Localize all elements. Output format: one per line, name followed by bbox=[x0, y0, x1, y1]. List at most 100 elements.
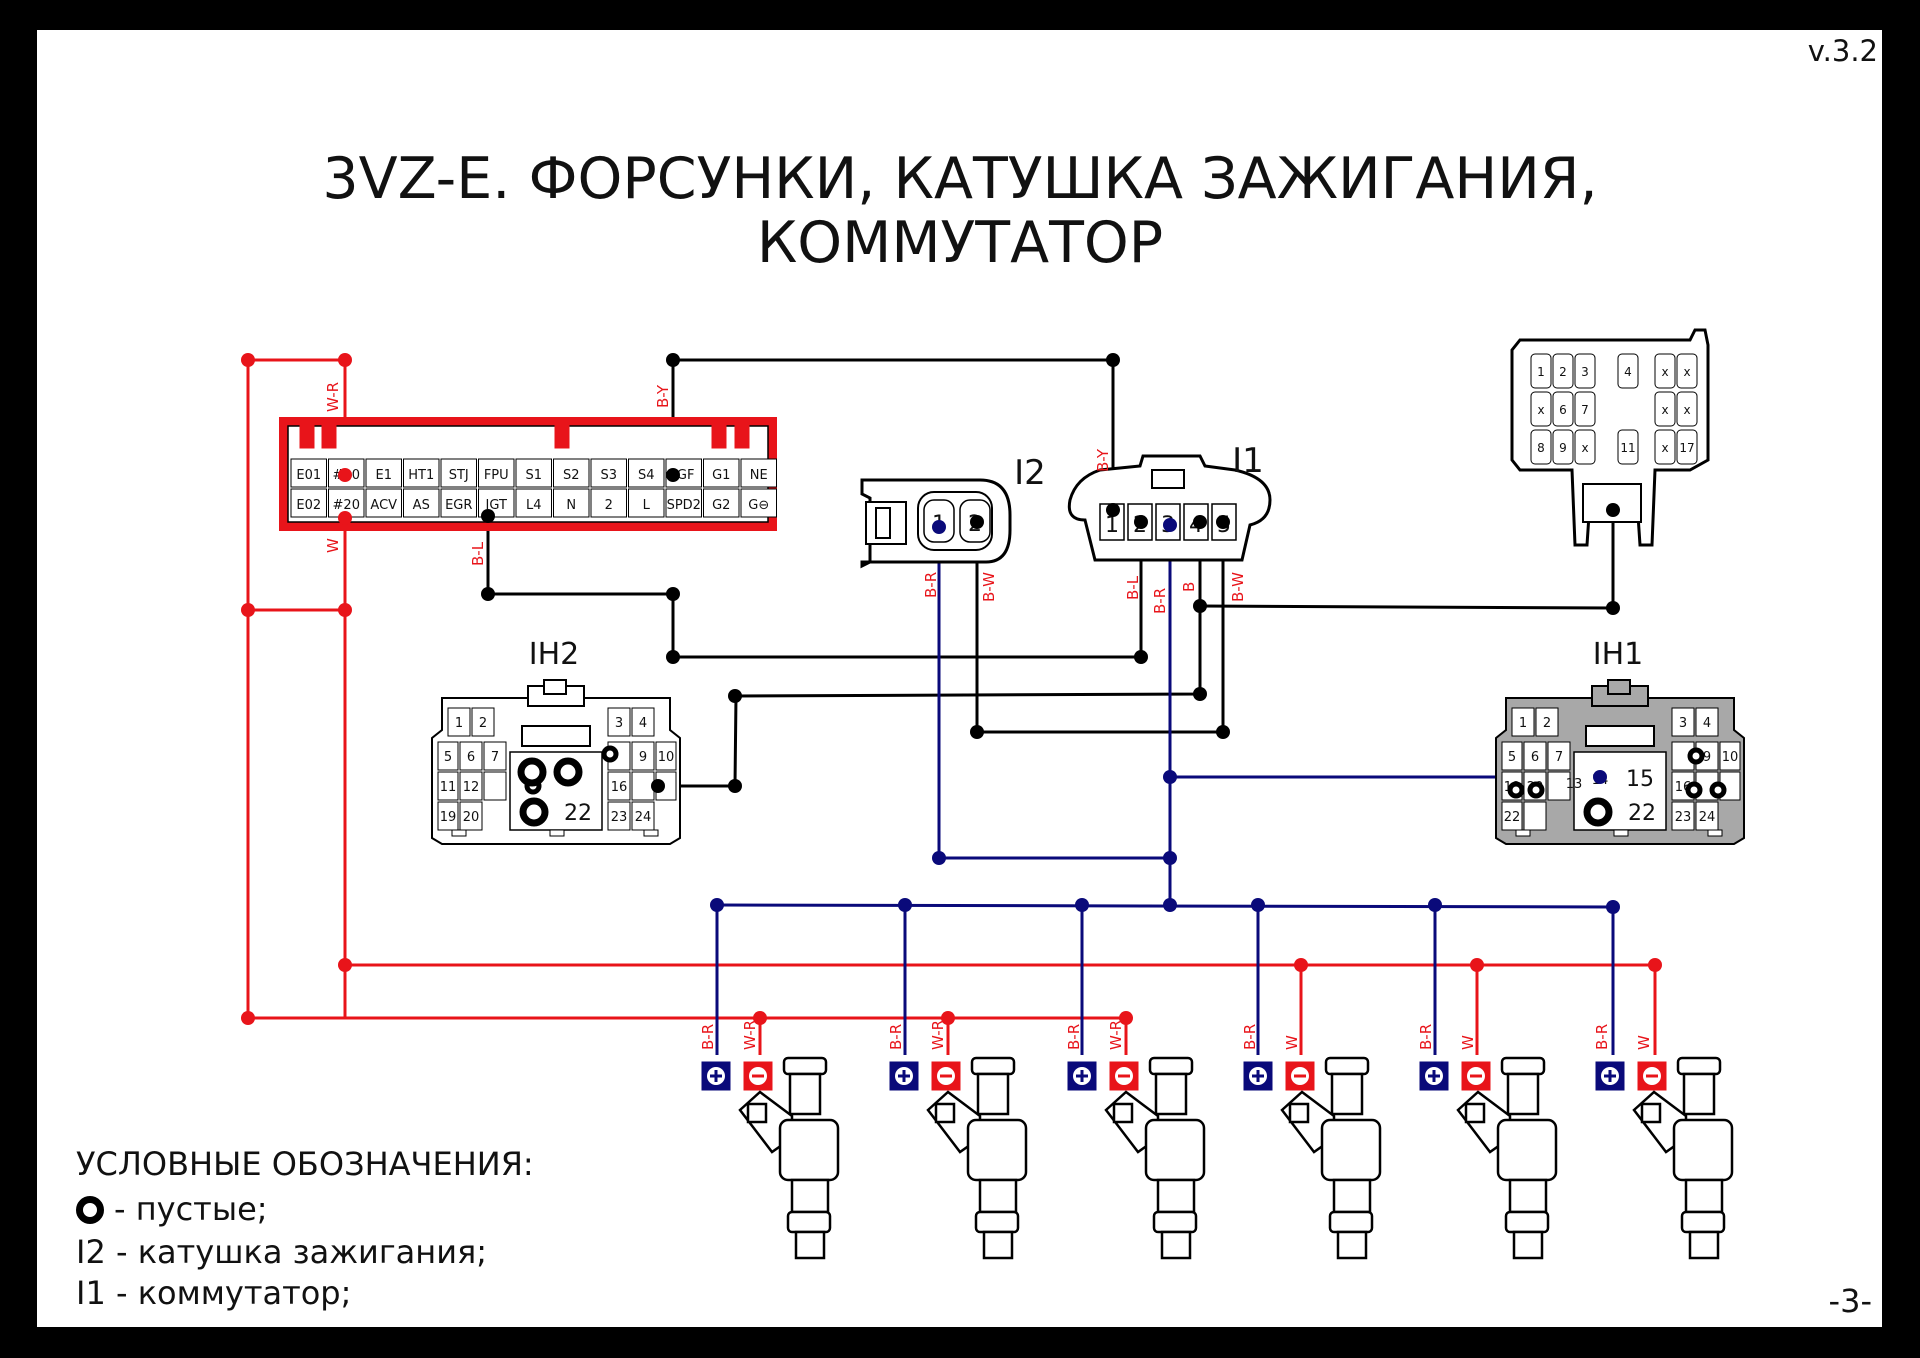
wire-color-label: B bbox=[1180, 582, 1198, 592]
wire-black-b-w-coil bbox=[975, 522, 1225, 734]
ecu-key bbox=[554, 417, 570, 449]
wire-junction bbox=[338, 603, 352, 617]
injector-plug-pin bbox=[1112, 1102, 1134, 1124]
wire-junction bbox=[1134, 515, 1148, 529]
ecu-key bbox=[711, 417, 727, 449]
trc-pin-label: x bbox=[1661, 403, 1668, 417]
wire-junction bbox=[1428, 898, 1442, 912]
injector-top bbox=[1330, 1072, 1364, 1116]
harness-pin-label: 23 bbox=[1675, 810, 1692, 825]
trc-pin-label: 4 bbox=[1624, 365, 1632, 379]
injector-top bbox=[976, 1072, 1010, 1116]
wire-junction bbox=[1075, 898, 1089, 912]
wire-junction bbox=[338, 958, 352, 972]
plus-sign bbox=[1252, 1070, 1264, 1082]
wire-junction bbox=[1193, 687, 1207, 701]
wire-junction bbox=[241, 1011, 255, 1025]
ecu-key bbox=[734, 417, 750, 449]
wire-label-minus: W-R bbox=[929, 1020, 947, 1050]
harness-pin-label: 9 bbox=[1703, 750, 1711, 765]
harness-pin-label: 23 bbox=[611, 810, 628, 825]
harness-pin-cell bbox=[1547, 741, 1571, 771]
ecu-pin-cell bbox=[590, 458, 627, 488]
harness-foot bbox=[1707, 829, 1723, 837]
ecu-pin-cell bbox=[628, 458, 665, 488]
wire-junction bbox=[241, 353, 255, 367]
wire-junction bbox=[1163, 770, 1177, 784]
harness-pin-cell bbox=[459, 771, 483, 801]
harness-pin-label: 10 bbox=[1722, 750, 1739, 765]
wire-junction bbox=[1163, 898, 1177, 912]
legend-item-igniter: I1 - коммутатор; bbox=[76, 1274, 352, 1312]
harness-pin-label: 15 bbox=[1626, 767, 1654, 792]
ih1-connector: IH1125671920223491016232422131514 bbox=[1495, 637, 1745, 845]
injector-mid bbox=[978, 1178, 1018, 1214]
wire-junction bbox=[666, 587, 680, 601]
ecu-pin-cell bbox=[365, 458, 402, 488]
wire-label-minus: W bbox=[1283, 1035, 1301, 1050]
trc-pin-label: 6 bbox=[1559, 403, 1567, 417]
wire-junction bbox=[932, 851, 946, 865]
ecu-pin-cell bbox=[515, 458, 552, 488]
trc-pin-cell bbox=[1552, 353, 1574, 389]
ecu-pin-cell bbox=[328, 458, 365, 488]
wire-junction bbox=[1648, 958, 1662, 972]
wire-junction bbox=[481, 509, 495, 523]
injector-tip bbox=[1688, 1230, 1720, 1260]
injector-cap bbox=[1148, 1056, 1194, 1076]
injector-cap bbox=[1500, 1056, 1546, 1076]
injector-plug-pin bbox=[934, 1102, 956, 1124]
wire-junction bbox=[1216, 725, 1230, 739]
harness-foot bbox=[1515, 829, 1531, 837]
page-title-line-1: 3VZ-E. ФОРСУНКИ, КАТУШКА ЗАЖИГАНИЯ, bbox=[322, 146, 1598, 212]
injector-tip bbox=[794, 1230, 826, 1260]
wire-label-minus: W-R bbox=[1107, 1020, 1125, 1050]
trc-pin-label: x bbox=[1661, 365, 1668, 379]
coil-latch-inner bbox=[875, 507, 891, 539]
ecu-pin-cell bbox=[590, 488, 627, 518]
trc-pin-cell bbox=[1676, 429, 1698, 465]
ecu-pin-label: L4 bbox=[526, 498, 542, 513]
harness-pin-label: 1 bbox=[455, 716, 463, 731]
injector-tip bbox=[1336, 1230, 1368, 1260]
empty-pin-icon bbox=[553, 757, 583, 787]
trc-pin-label: x bbox=[1537, 403, 1544, 417]
harness-pin-cell bbox=[607, 801, 631, 831]
trc-pin-label: 3 bbox=[1581, 365, 1589, 379]
wire-junction bbox=[970, 725, 984, 739]
ecu-pin-cell bbox=[553, 488, 590, 518]
injector-cap bbox=[1324, 1056, 1370, 1076]
injector-plug-pin bbox=[1464, 1102, 1486, 1124]
wire-junction bbox=[651, 779, 665, 793]
ecu-pin-label: S2 bbox=[563, 468, 580, 483]
wire-junction bbox=[338, 511, 352, 525]
plus-sign bbox=[1428, 1070, 1440, 1082]
ecu-pin-label: EGR bbox=[445, 498, 472, 513]
harness-foot bbox=[1613, 829, 1629, 837]
harness-pin-cell bbox=[483, 771, 507, 801]
trc-pin-cell bbox=[1574, 353, 1596, 389]
ecu-key bbox=[299, 417, 315, 449]
harness-pin-label: 7 bbox=[491, 750, 499, 765]
ecu-pin-cell bbox=[740, 488, 777, 518]
harness-pin-cell bbox=[655, 741, 677, 771]
wire-junction bbox=[1294, 958, 1308, 972]
trc-pin-cell bbox=[1654, 429, 1676, 465]
injector-cap bbox=[1676, 1056, 1722, 1076]
trc-pin-label: x bbox=[1581, 441, 1588, 455]
harness-pin-cell bbox=[1511, 707, 1535, 737]
injector-top bbox=[1682, 1072, 1716, 1116]
injector-top bbox=[788, 1072, 822, 1116]
coil-name: I2 bbox=[1014, 453, 1046, 493]
legend-heading: УСЛОВНЫЕ ОБОЗНАЧЕНИЯ: bbox=[76, 1145, 534, 1183]
wire-color-label: B-R bbox=[1151, 588, 1169, 614]
ecu-pin-label: L bbox=[643, 498, 651, 513]
empty-pin-icon bbox=[601, 745, 619, 763]
wire-junction bbox=[941, 1011, 955, 1025]
harness-pin-cell bbox=[1719, 741, 1741, 771]
wire-junction bbox=[728, 779, 742, 793]
harness-pin-label: 4 bbox=[1703, 716, 1711, 731]
